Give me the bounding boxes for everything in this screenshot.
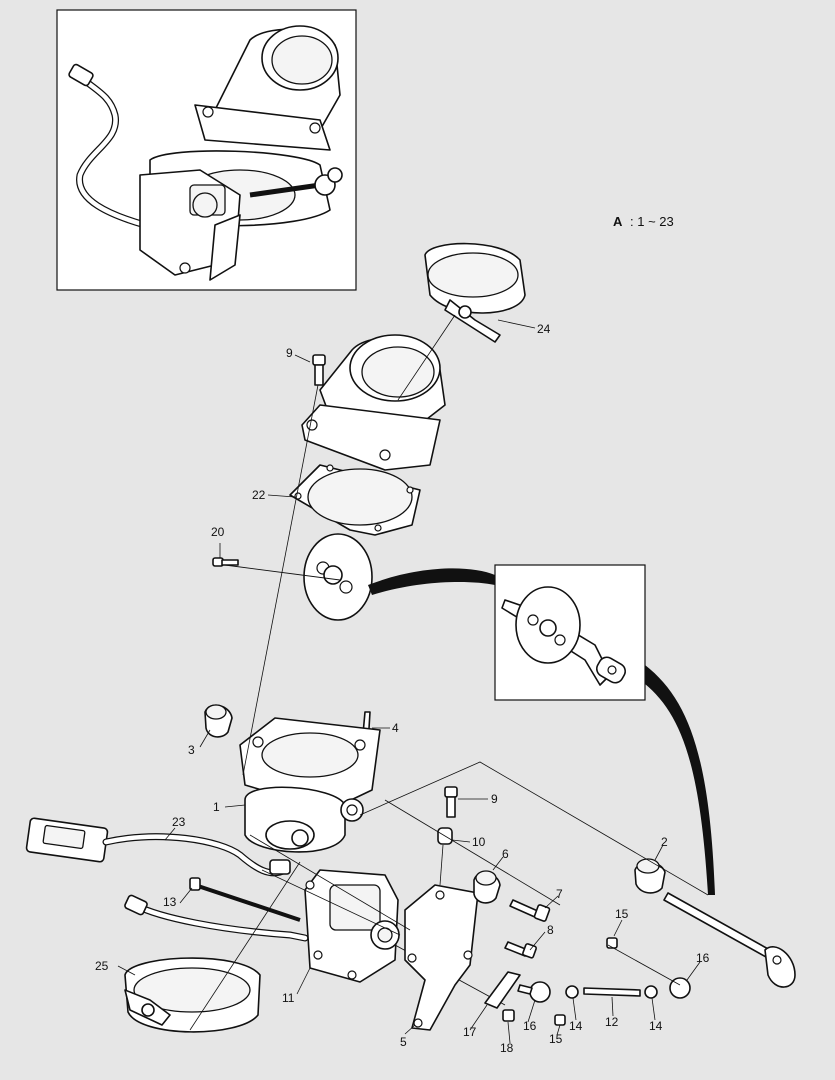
intake-elbow (301, 334, 446, 471)
callout-14-right: 14 (649, 1019, 663, 1033)
clamp-part-24 (424, 242, 526, 343)
nut-part-18 (502, 1009, 515, 1022)
callout-22: 22 (252, 488, 266, 502)
callout-15-left: 15 (549, 1032, 563, 1046)
inset-shaft-detail (494, 564, 646, 701)
assembly-letter: A (613, 214, 623, 229)
bolt-part-8 (504, 941, 537, 959)
clamp-part-25 (124, 957, 261, 1033)
callout-20: 20 (211, 525, 225, 539)
callout-18: 18 (500, 1041, 514, 1055)
callout-9-top: 9 (286, 346, 293, 360)
callout-3: 3 (188, 743, 195, 757)
callout-7: 7 (556, 887, 563, 901)
callout-5: 5 (400, 1035, 407, 1049)
rod-part-13 (583, 987, 641, 997)
leader-lines (117, 314, 709, 1044)
bolt-part-12 (194, 883, 301, 922)
nut-part-14-right (644, 985, 658, 999)
gasket-part-22 (289, 464, 421, 536)
link-part-17 (484, 971, 521, 1009)
ball-joint-part-16-left (517, 981, 551, 1003)
callout-14-left: 14 (569, 1019, 583, 1033)
nut-part-15-left (554, 1014, 566, 1026)
callout-16-left: 16 (523, 1019, 537, 1033)
callout-24: 24 (537, 322, 551, 336)
callout-12: 13 (163, 895, 177, 909)
callout-6: 6 (502, 847, 509, 861)
wiring-harness-part-23 (25, 817, 291, 877)
bolt-part-9-lower (444, 786, 458, 818)
callout-17: 17 (463, 1025, 477, 1039)
nut-part-14-left (565, 985, 579, 999)
callout-11: 11 (282, 991, 295, 1005)
callout-8: 8 (547, 923, 554, 937)
callout-13: 12 (605, 1015, 619, 1029)
throttle-plate (212, 533, 373, 621)
callout-labels: 9 24 22 20 3 4 1 9 10 6 7 8 2 23 13 25 1… (95, 322, 710, 1055)
callout-4: 4 (392, 721, 399, 735)
bolt-part-7 (509, 899, 551, 922)
cable (124, 894, 309, 942)
callout-16-right: 16 (696, 951, 710, 965)
bolt-part-9-top (312, 354, 326, 386)
callout-25: 25 (95, 959, 109, 973)
throttle-body-part-1 (239, 717, 381, 853)
callout-10: 10 (472, 835, 486, 849)
bracket-part-5 (404, 884, 479, 1031)
callout-23: 23 (172, 815, 186, 829)
bushing-part-3 (204, 704, 233, 738)
callout-2: 2 (661, 835, 668, 849)
callout-9-lower: 9 (491, 792, 498, 806)
bushing-part-6 (473, 870, 501, 904)
callout-1: 1 (213, 800, 220, 814)
svg-text:A : 1 ~ 23: A : 1 ~ 23 (613, 214, 674, 229)
shaft-part-2 (634, 858, 796, 988)
nut-part-15-right (606, 937, 618, 949)
ball-joint-part-16-right (669, 977, 691, 999)
inset-assembled-view (56, 9, 357, 291)
actuator-part-11 (304, 869, 506, 1006)
callout-15-right: 15 (615, 907, 629, 921)
assembly-range: : 1 ~ 23 (630, 214, 674, 229)
